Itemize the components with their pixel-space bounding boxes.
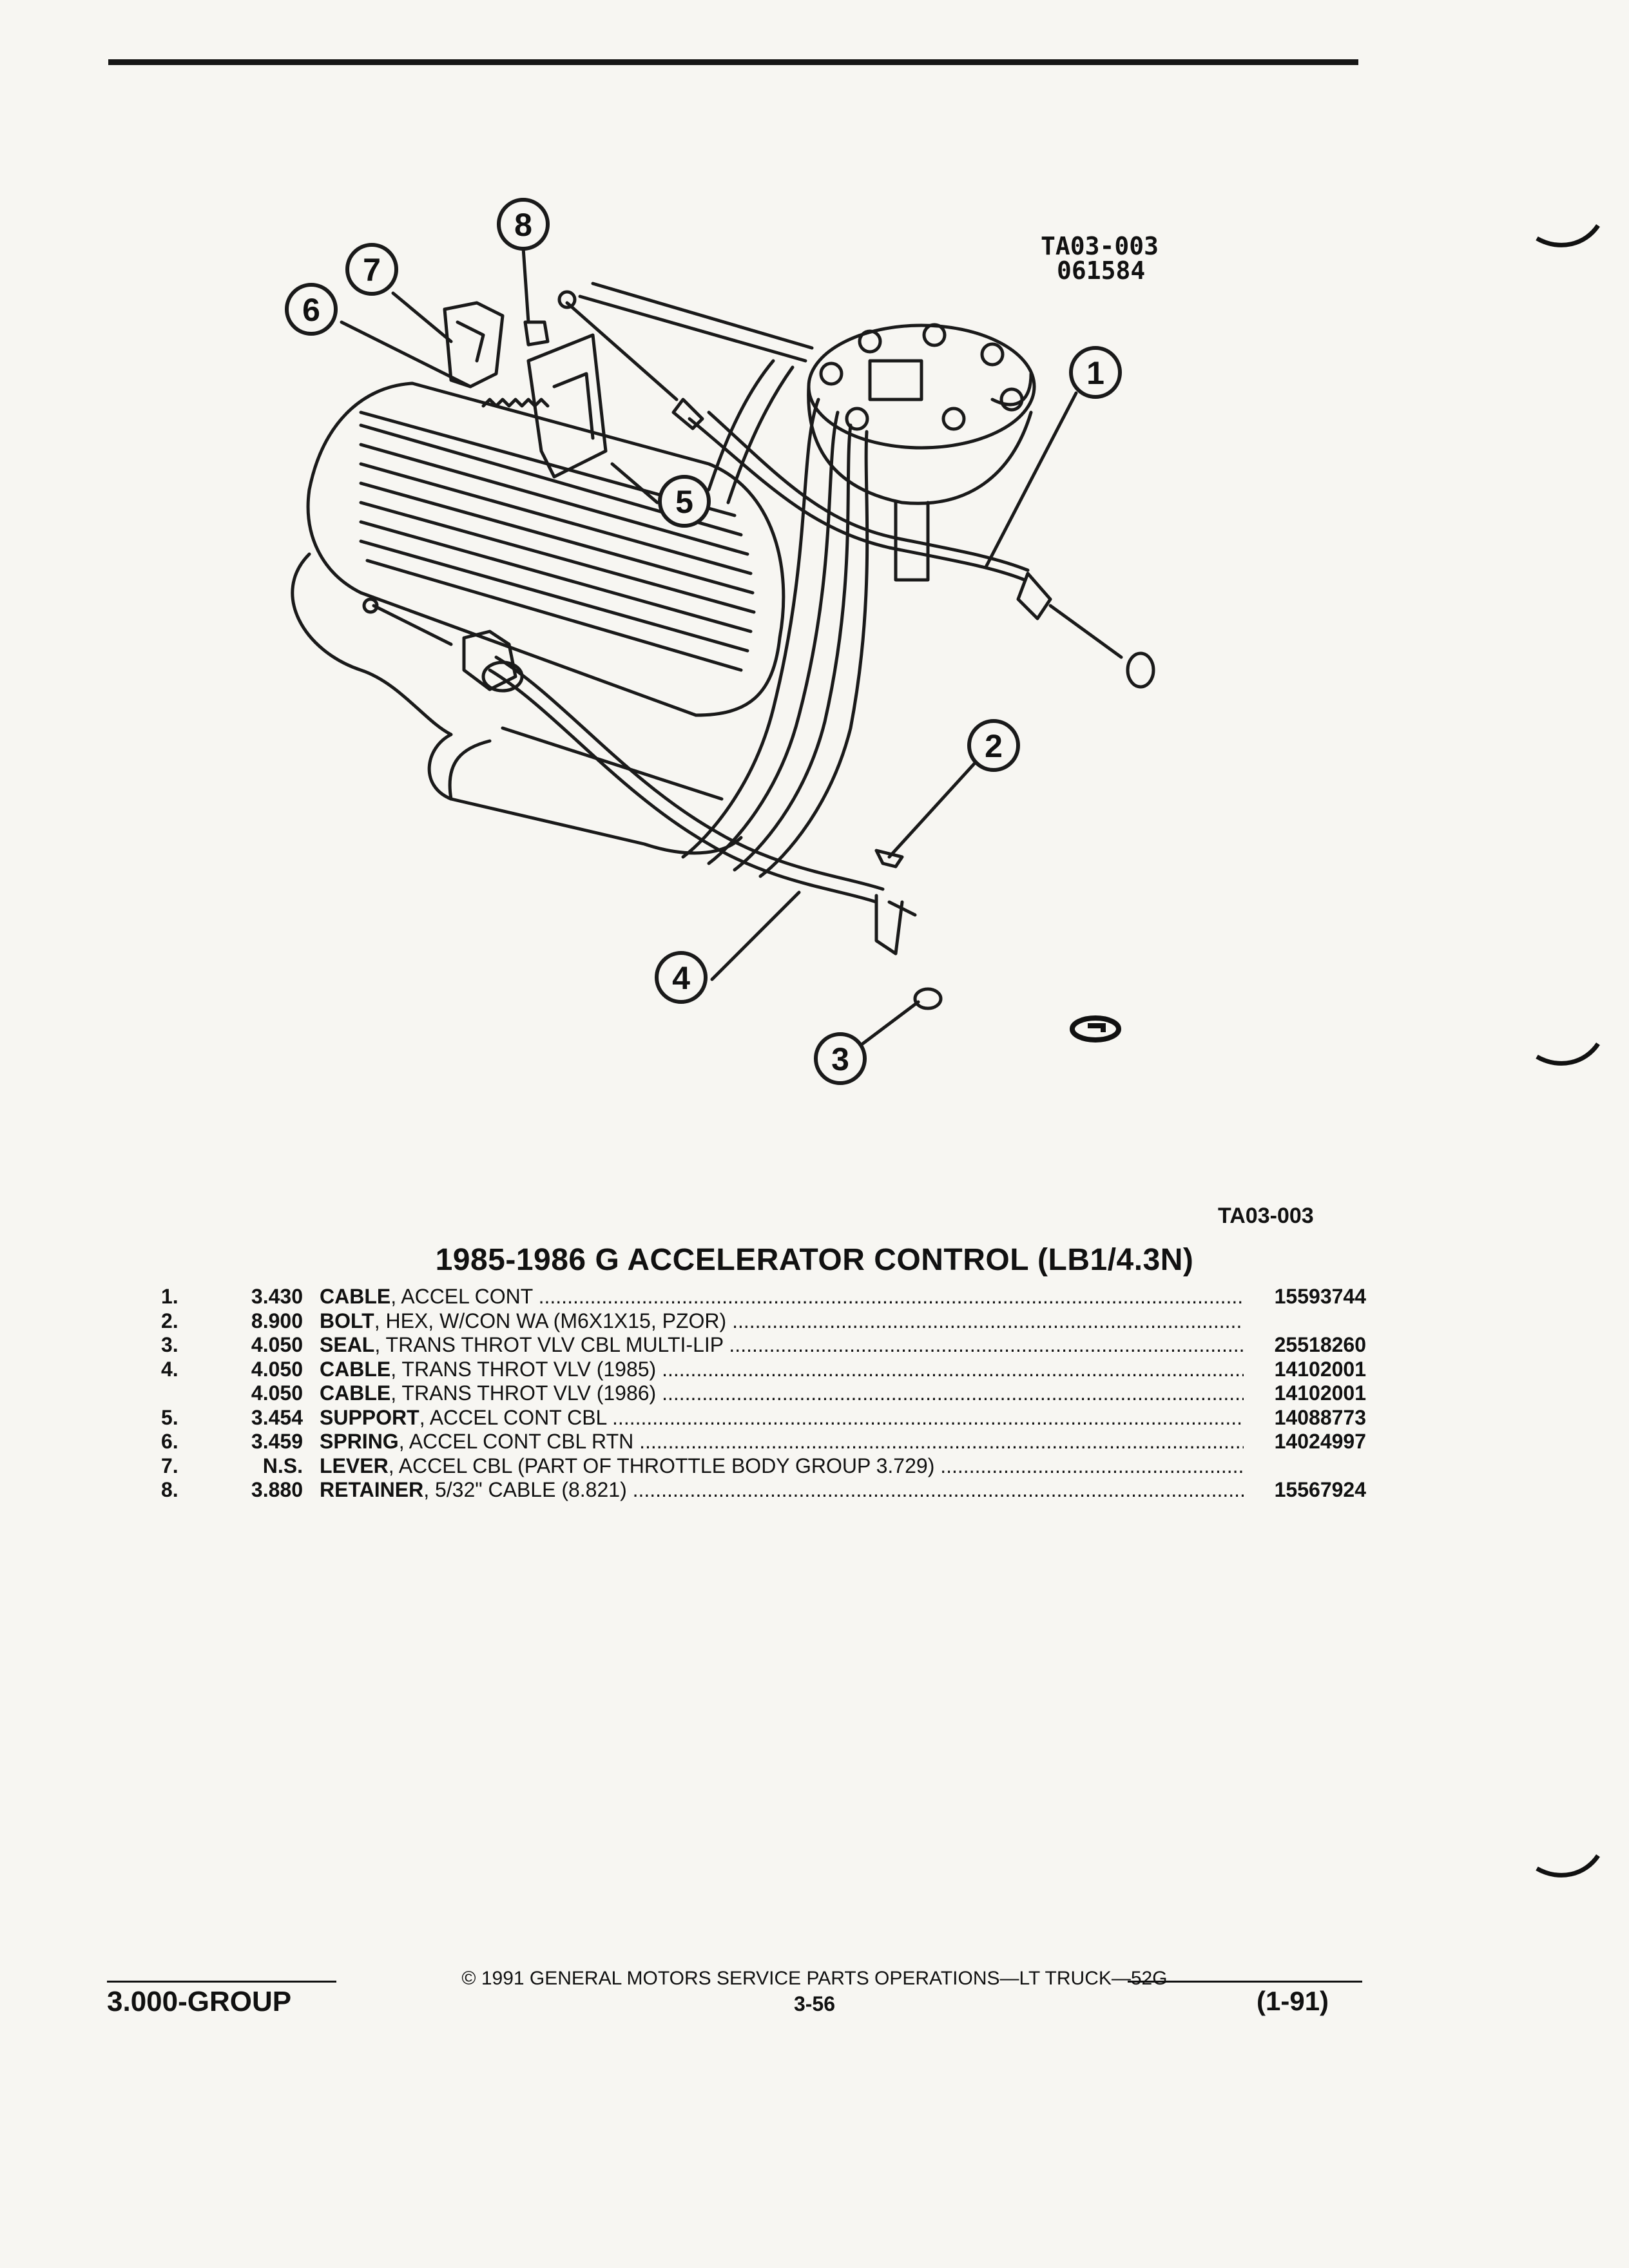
part-name: RETAINER: [320, 1478, 424, 1501]
part-name: CABLE: [320, 1285, 391, 1308]
part-detail: , HEX, W/CON WA (M6X1X15, PZOR): [374, 1309, 727, 1332]
item-number: 8.: [161, 1478, 178, 1501]
gm-logo-mark: [1070, 1015, 1121, 1043]
callout-7: 7: [363, 252, 381, 288]
footer-group: 3.000-GROUP: [107, 1986, 292, 2017]
diagram-ref-line2: 061584: [1057, 256, 1146, 285]
intake-manifold: [291, 552, 743, 855]
part-detail: , TRANS THROT VLV CBL MULTI-LIP: [374, 1333, 724, 1356]
parts-row: 6. 3.459 SPRING, ACCEL CONT CBL RTN ....…: [161, 1430, 1366, 1454]
part-detail: , 5/32" CABLE (8.821): [423, 1478, 627, 1501]
group-number: 4.050: [251, 1357, 303, 1381]
part-number: 14088773: [1274, 1405, 1366, 1429]
spring: [481, 398, 550, 408]
parts-row: 5. 3.454 SUPPORT, ACCEL CONT CBL .......…: [161, 1406, 1366, 1430]
callout-6: 6: [302, 292, 320, 328]
item-number: 7.: [161, 1454, 178, 1477]
parts-row: 4. 4.050 CABLE, TRANS THROT VLV (1985) .…: [161, 1358, 1366, 1382]
part-detail: , ACCEL CONT: [390, 1285, 533, 1308]
edge-mark-bottom: [1536, 1854, 1600, 1878]
part-number: 14024997: [1274, 1430, 1366, 1453]
part-detail: , ACCEL CBL (PART OF THROTTLE BODY GROUP…: [388, 1454, 935, 1477]
part-detail: , TRANS THROT VLV (1986): [390, 1381, 657, 1405]
part-detail: , TRANS THROT VLV (1985): [390, 1357, 657, 1381]
part-name: SUPPORT: [320, 1405, 419, 1429]
callout-5: 5: [675, 484, 693, 520]
group-number: 3.430: [251, 1285, 303, 1308]
top-rule: [108, 59, 1358, 65]
part-number: 14102001: [1274, 1357, 1366, 1381]
tv-cable: [488, 668, 878, 904]
diagram-ref-line1: TA03-003: [1041, 232, 1159, 260]
footer-rule-left: [107, 1981, 336, 1983]
part-description: CABLE, TRANS THROT VLV (1985) ..........…: [320, 1357, 1244, 1381]
part-description: SPRING, ACCEL CONT CBL RTN .............…: [320, 1430, 1244, 1453]
lever: [443, 301, 505, 389]
item-number: 4.: [161, 1357, 178, 1381]
callout-8: 8: [514, 207, 532, 243]
part-description: CABLE, TRANS THROT VLV (1986) ..........…: [320, 1381, 1244, 1405]
parts-row: 4.050 CABLE, TRANS THROT VLV (1986) ....…: [161, 1381, 1366, 1406]
footer-rule-right: [1128, 1981, 1362, 1983]
section-title: 1985-1986 G ACCELERATOR CONTROL (LB1/4.3…: [435, 1243, 1194, 1277]
group-number: 3.880: [251, 1478, 303, 1501]
part-description: BOLT, HEX, W/CON WA (M6X1X15, PZOR) ....…: [320, 1309, 1244, 1332]
edge-mark-middle: [1536, 1042, 1600, 1066]
seal: [913, 987, 943, 1010]
part-detail: , ACCEL CONT CBL RTN: [398, 1430, 634, 1453]
part-name: CABLE: [320, 1381, 391, 1405]
group-number: 8.900: [251, 1309, 303, 1332]
callout-4: 4: [672, 960, 690, 996]
part-number: [1244, 1309, 1366, 1334]
part-name: CABLE: [320, 1357, 391, 1381]
part-name: SPRING: [320, 1430, 399, 1453]
part-number: [1244, 1454, 1366, 1479]
part-number: 25518260: [1274, 1333, 1366, 1356]
diagram-ref-code: TA03-003: [1218, 1204, 1314, 1228]
parts-row: 7. N.S. LEVER, ACCEL CBL (PART OF THROTT…: [161, 1454, 1366, 1479]
footer-page-number: 3-56: [793, 1992, 836, 2015]
group-number: N.S.: [262, 1454, 303, 1477]
callout-2: 2: [985, 728, 1003, 764]
parts-list: 1. 3.430 CABLE, ACCEL CONT .............…: [161, 1285, 1366, 1503]
group-number: 3.459: [251, 1430, 303, 1453]
item-number: 5.: [161, 1405, 178, 1429]
footer-date-code: (1-91): [1257, 1986, 1329, 2016]
parts-row: 3. 4.050 SEAL, TRANS THROT VLV CBL MULTI…: [161, 1333, 1366, 1358]
footer-copyright: © 1991 GENERAL MOTORS SERVICE PARTS OPER…: [461, 1968, 1168, 1989]
valve-cover: [306, 381, 786, 717]
group-number: 3.454: [251, 1405, 303, 1429]
item-number: 3.: [161, 1333, 178, 1356]
part-description: LEVER, ACCEL CBL (PART OF THROTTLE BODY …: [320, 1454, 1244, 1477]
part-number: 15593744: [1274, 1285, 1366, 1308]
parts-row: 8. 3.880 RETAINER, 5/32" CABLE (8.821) .…: [161, 1478, 1366, 1503]
group-number: 4.050: [251, 1333, 303, 1356]
item-number: [161, 1381, 217, 1406]
part-description: SUPPORT, ACCEL CONT CBL ................…: [320, 1405, 1244, 1429]
bolt: [874, 849, 904, 869]
part-name: LEVER: [320, 1454, 389, 1477]
edge-mark-top: [1536, 224, 1600, 247]
part-name: SEAL: [320, 1333, 375, 1356]
exploded-diagram: 1 2 3 4 5 6 7 8: [285, 198, 1155, 1085]
support-bracket: [526, 333, 608, 479]
item-number: 2.: [161, 1309, 178, 1332]
part-name: BOLT: [320, 1309, 374, 1332]
part-description: SEAL, TRANS THROT VLV CBL MULTI-LIP ....…: [320, 1333, 1244, 1356]
part-number: 15567924: [1274, 1478, 1366, 1501]
group-number: 4.050: [251, 1381, 303, 1405]
part-detail: , ACCEL CONT CBL: [419, 1405, 607, 1429]
callout-3: 3: [831, 1041, 849, 1077]
part-description: RETAINER, 5/32" CABLE (8.821) ..........…: [320, 1478, 1244, 1501]
item-number: 1.: [161, 1285, 178, 1308]
parts-row: 1. 3.430 CABLE, ACCEL CONT .............…: [161, 1285, 1366, 1309]
callout-1: 1: [1086, 355, 1104, 391]
part-number: 14102001: [1274, 1381, 1366, 1405]
parts-row: 2. 8.900 BOLT, HEX, W/CON WA (M6X1X15, P…: [161, 1309, 1366, 1334]
retainer: [523, 320, 550, 347]
part-description: CABLE, ACCEL CONT ......................…: [320, 1285, 1244, 1308]
item-number: 6.: [161, 1430, 178, 1453]
